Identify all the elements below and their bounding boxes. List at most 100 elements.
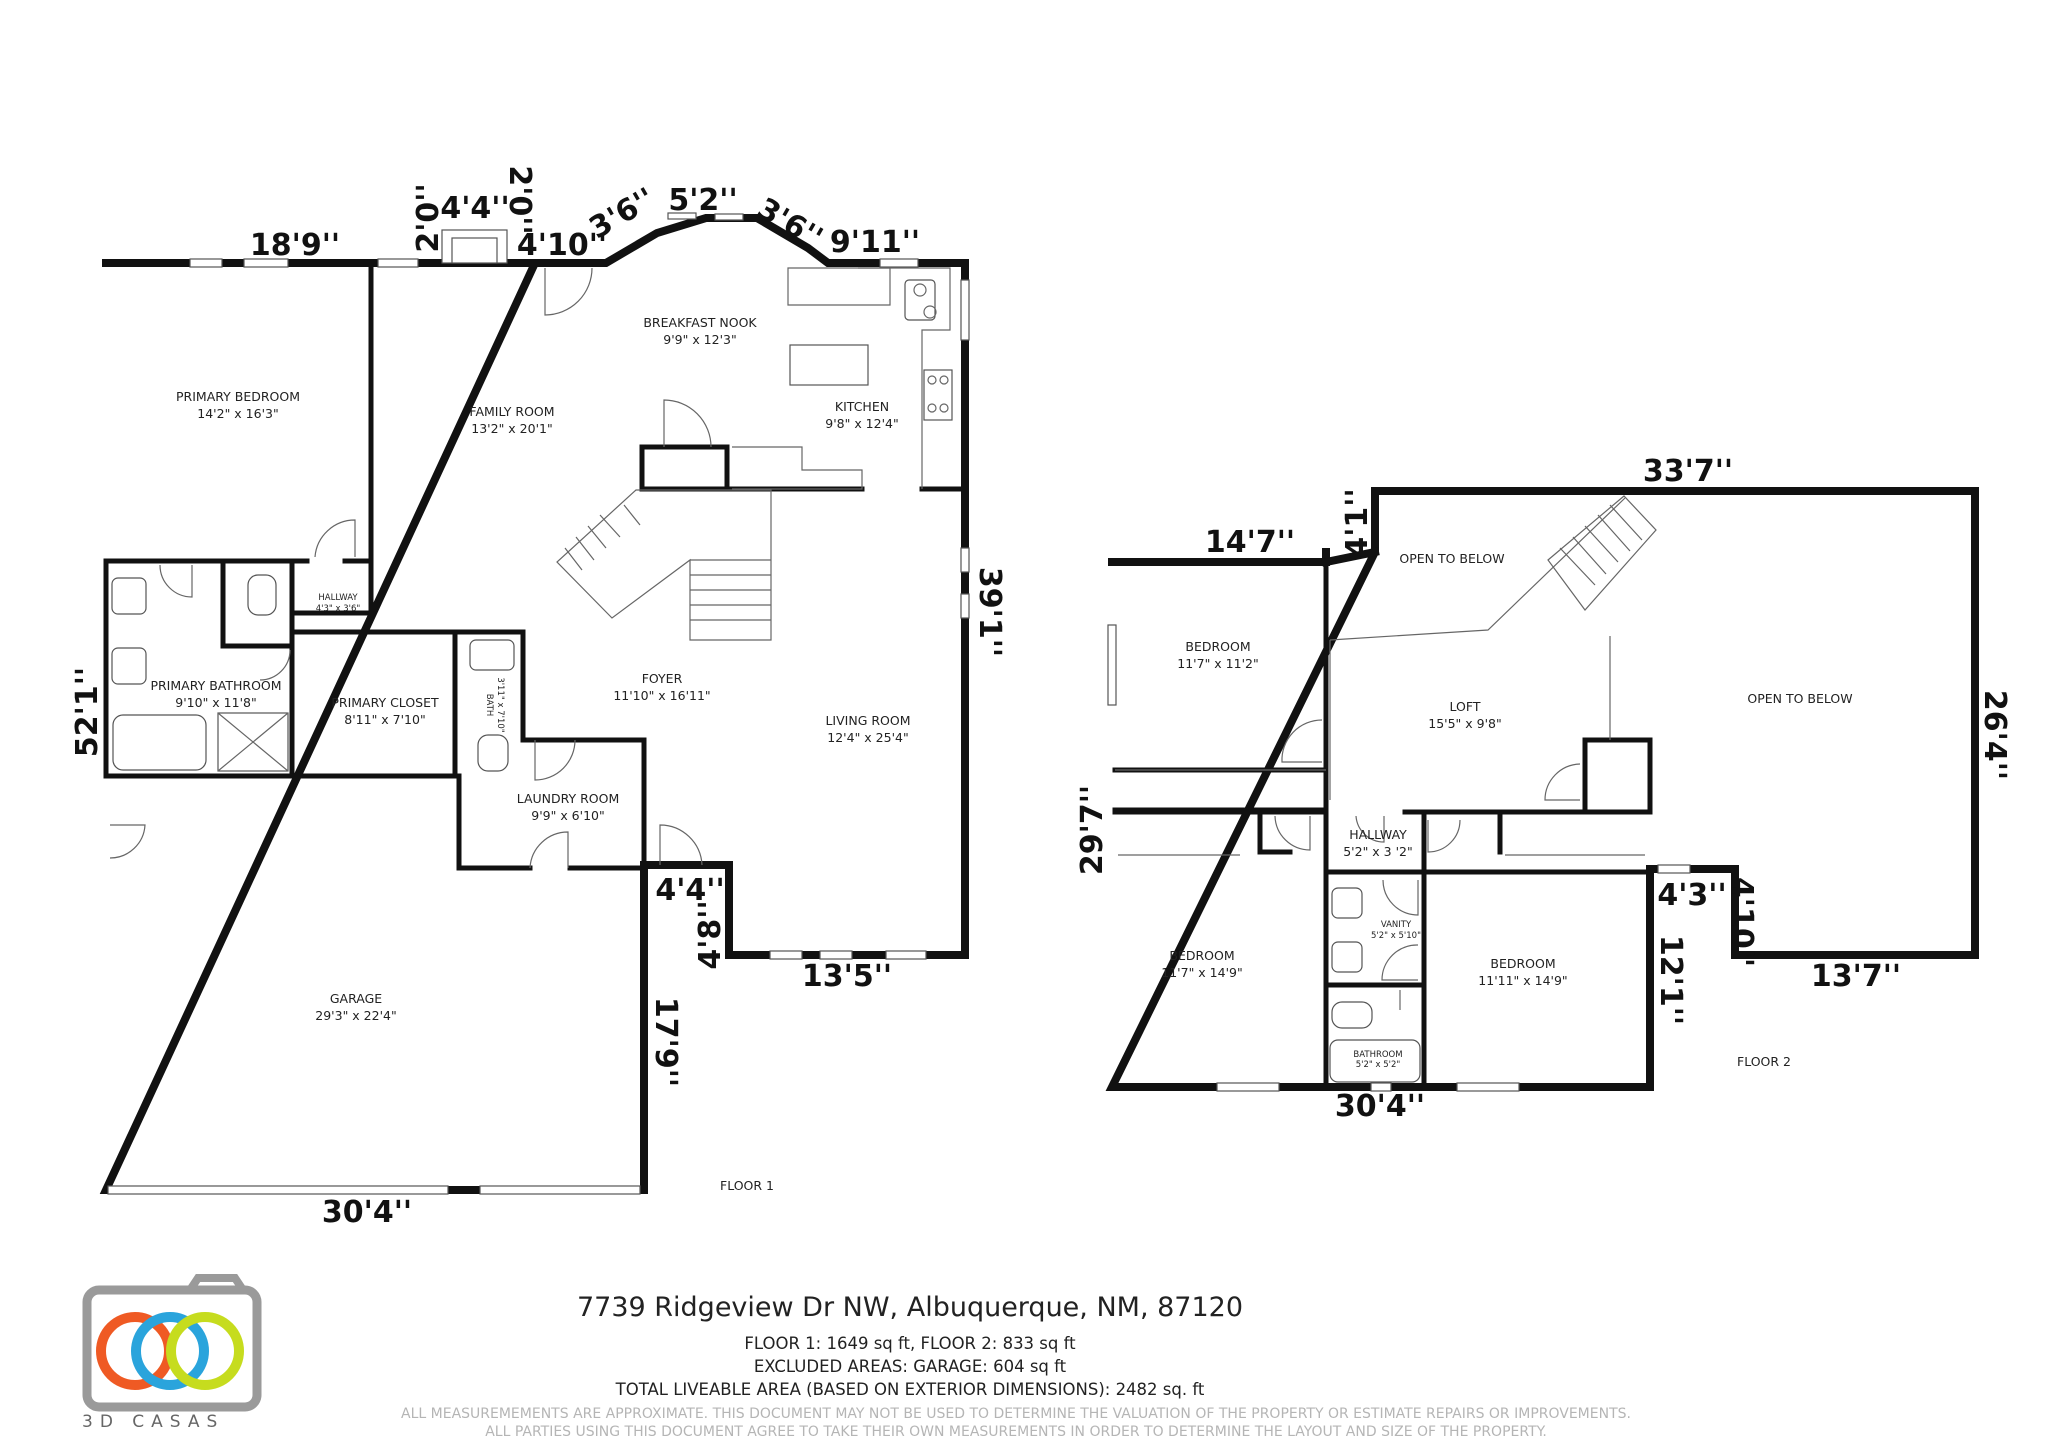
floor-1-bath-fixtures <box>111 574 515 772</box>
loft-name: LOFT <box>1450 699 1481 714</box>
floor-2-plan: BEDROOM 11'7" x 11'2" OPEN TO BELOW OPEN… <box>1075 454 2012 1124</box>
excluded-areas: EXCLUDED AREAS: GARAGE: 604 sq ft <box>753 1357 1067 1376</box>
kitchen-name: KITCHEN <box>835 399 889 414</box>
hall-walls <box>1112 809 1653 855</box>
ring-blue-icon <box>131 1312 209 1390</box>
living-room-size: 12'4" x 25'4" <box>827 730 908 745</box>
bedroom1-size: 11'7" x 11'2" <box>1177 656 1258 671</box>
tub-icon <box>112 714 207 771</box>
dim-a: 2'0'' <box>411 183 446 252</box>
floor-2-stairs <box>1547 495 1657 611</box>
dim2-left: 29'7'' <box>1075 785 1110 875</box>
primary-bedroom-size: 14'2" x 16'3" <box>197 406 278 421</box>
dim-b: 4'4'' <box>440 191 509 226</box>
dim-bottom-living: 13'5'' <box>802 959 892 994</box>
floor-1-plan: PRIMARY BEDROOM 14'2" x 16'3" FAMILY ROO… <box>70 165 1007 1230</box>
closet-lines <box>1115 769 1645 856</box>
floor-2-label: FLOOR 2 <box>1737 1054 1791 1069</box>
floor-2-doors <box>1274 719 1581 1010</box>
hallway-walls <box>289 558 374 635</box>
dim-bottom-garage: 30'4'' <box>322 1195 412 1230</box>
dim2-right: 26'4'' <box>1977 690 2012 780</box>
floor-1-windows <box>107 212 970 1195</box>
dim-h: 9'11'' <box>830 225 920 260</box>
dim-f: 5'2'' <box>668 183 737 218</box>
laundry-room-name: LAUNDRY ROOM <box>517 791 620 806</box>
foyer-size: 11'10" x 16'11" <box>613 688 710 703</box>
bath-walls <box>452 629 526 779</box>
floor-area-summary: FLOOR 1: 1649 sq ft, FLOOR 2: 833 sq ft <box>744 1334 1076 1353</box>
floor-2-exterior-wall <box>1105 487 1979 1091</box>
disclaimer-line-2: ALL PARTIES USING THIS DOCUMENT AGREE TO… <box>485 1424 1547 1440</box>
dim-d: 4'10'' <box>517 228 607 263</box>
primary-closet-name: PRIMARY CLOSET <box>331 695 439 710</box>
dim-top-left: 18'9'' <box>250 228 340 263</box>
bedroom1-name: BEDROOM <box>1185 639 1250 654</box>
garage-size: 29'3" x 22'4" <box>315 1008 396 1023</box>
primary-closet-size: 8'11" x 7'10" <box>344 712 425 727</box>
dim-right: 39'1'' <box>972 567 1007 657</box>
camera-frame-icon <box>82 1285 262 1412</box>
disclaimer-line-1: ALL MEASUREMEMENTS ARE APPROXIMATE. THIS… <box>401 1406 1631 1422</box>
sink-icon-upper-2 <box>1331 941 1363 973</box>
vanity-name: VANITY <box>1381 920 1412 930</box>
dim2-bottom: 30'4'' <box>1335 1089 1425 1124</box>
laundry-room-size: 9'9" x 6'10" <box>531 808 604 823</box>
living-room-name: LIVING ROOM <box>825 713 910 728</box>
foyer-name: FOYER <box>642 671 683 686</box>
dim2-notch: 4'1'' <box>1340 488 1375 557</box>
breakfast-nook-size: 9'9" x 12'3" <box>663 332 736 347</box>
bedroom1-walls <box>1112 559 1329 813</box>
bedroom2-size: 11'7" x 14'9" <box>1161 965 1242 980</box>
logo <box>82 1274 262 1412</box>
bathroom-upper-size: 5'2" x 5'2" <box>1356 1060 1401 1070</box>
open-below-1: OPEN TO BELOW <box>1399 551 1504 566</box>
kitchen-size: 9'8" x 12'4" <box>825 416 898 431</box>
dim2-top-left: 14'7'' <box>1205 525 1295 560</box>
dim2-bedroom-side: 12'1'' <box>1653 935 1688 1025</box>
dim-g: 3'6'' <box>751 191 829 256</box>
dim-left: 52'1'' <box>70 667 105 757</box>
sink-icon <box>904 279 936 321</box>
primary-bathroom-size: 9'10" x 11'8" <box>175 695 256 710</box>
dim-step-h: 4'8'' <box>693 900 728 969</box>
bedroom3-walls <box>1421 809 1653 875</box>
tub-icon-upper <box>1329 1039 1421 1083</box>
floor-2-notch-wall <box>1321 547 1380 567</box>
floor-2-windows <box>1107 624 1691 1092</box>
bathroom-upper-name: BATHROOM <box>1353 1050 1402 1060</box>
family-room-size: 13'2" x 20'1" <box>471 421 552 436</box>
dim-step-w: 4'4'' <box>655 873 724 908</box>
primary-bathroom-name: PRIMARY BATHROOM <box>150 678 281 693</box>
bedroom3-name: BEDROOM <box>1490 956 1555 971</box>
garage-name: GARAGE <box>330 991 382 1006</box>
open-below-2: OPEN TO BELOW <box>1747 691 1852 706</box>
sink-icon-2 <box>111 647 147 685</box>
property-address: 7739 Ridgeview Dr NW, Albuquerque, NM, 8… <box>576 1292 1244 1323</box>
kitchen-fixtures <box>732 267 953 490</box>
hallway-upper-size: 5'2" x 3 '2" <box>1343 844 1413 859</box>
laundry-walls <box>456 737 647 871</box>
loft-railing <box>1329 497 1626 800</box>
vanity-walls <box>1323 809 1427 988</box>
bath-sink-icon <box>469 639 515 671</box>
primary-bedroom-name: PRIMARY BEDROOM <box>176 389 300 404</box>
dim-c: 2'0'' <box>502 165 537 234</box>
dim2-step-h: 4'10'' <box>1724 877 1759 967</box>
bedroom3-size: 11'11" x 14'9" <box>1478 973 1567 988</box>
dim2-bottom-right: 13'7'' <box>1811 959 1901 994</box>
logo-text: 3D CASAS <box>82 1412 225 1432</box>
dim2-top: 33'7'' <box>1643 454 1733 489</box>
floor-1-stairs <box>556 489 772 641</box>
toilet-icon-upper <box>1331 1001 1373 1029</box>
bath-name: BATH <box>484 694 494 717</box>
family-room-name: FAMILY ROOM <box>469 404 554 419</box>
closet-walls <box>1582 737 1653 815</box>
vanity-size: 5'2" x 5'10" <box>1371 931 1421 941</box>
bath-size: 3'11" x 7'10" <box>495 677 505 732</box>
loft-size: 15'5" x 9'8" <box>1428 716 1501 731</box>
hallway-size: 4'3" x 3'6" <box>316 604 361 614</box>
sink-icon-upper-1 <box>1331 887 1363 919</box>
floor-1-label: FLOOR 1 <box>720 1178 774 1193</box>
